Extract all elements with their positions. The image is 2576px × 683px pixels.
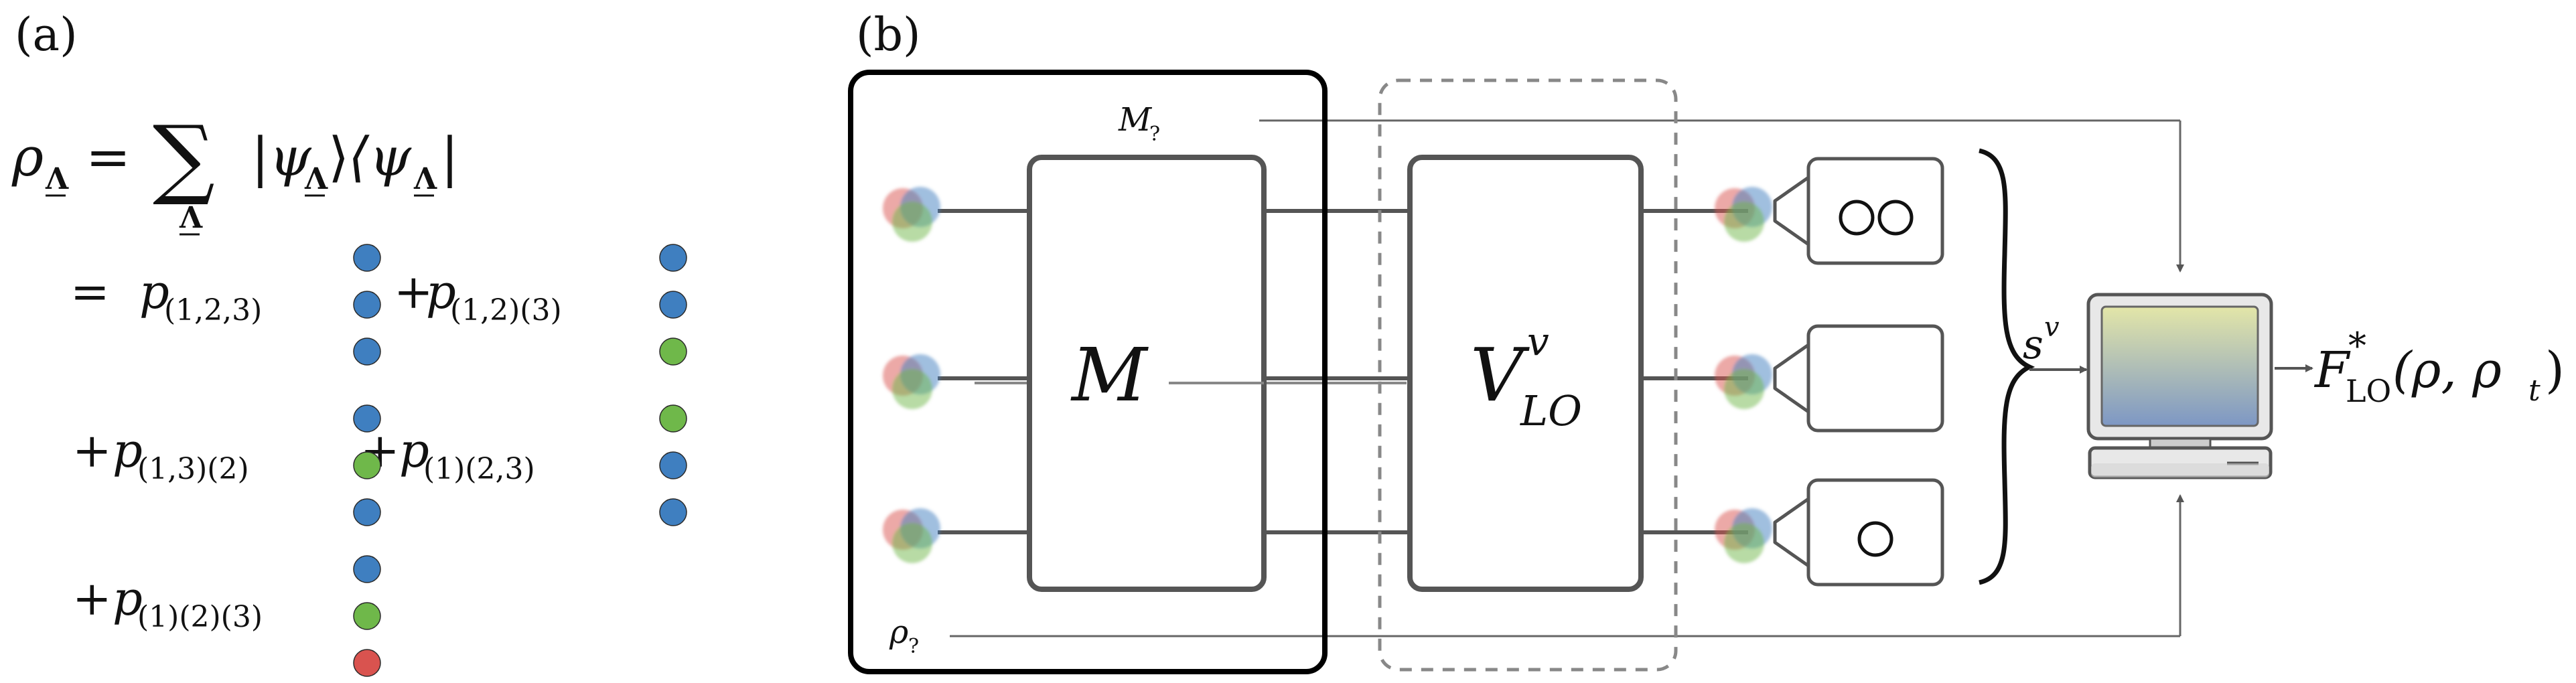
panel-b-label: (b) bbox=[856, 9, 921, 62]
qubit-dot-blue bbox=[659, 451, 687, 479]
term-p: p bbox=[113, 571, 143, 626]
source-frame bbox=[848, 70, 1328, 674]
measurement-box bbox=[1027, 155, 1267, 592]
term-1: = p (1,2,3) bbox=[70, 264, 262, 327]
qubit-dot-columns bbox=[353, 244, 687, 677]
term-p: p bbox=[426, 264, 456, 319]
detector-click bbox=[1839, 200, 1875, 236]
qubit-dot-blue bbox=[353, 337, 381, 366]
local-op-sub: LO bbox=[1520, 386, 1582, 435]
fidelity-F: F bbox=[2313, 342, 2351, 399]
measurement-symbol: M bbox=[1118, 101, 1153, 139]
measurement-line bbox=[1259, 119, 2184, 273]
term-4: + p (1)(2,3) bbox=[360, 423, 535, 486]
detector bbox=[1773, 324, 1944, 433]
qubit-dot-blue bbox=[659, 498, 687, 526]
state-symbol: ρ bbox=[889, 613, 908, 651]
detector bbox=[1773, 478, 1944, 587]
term-prefix: + bbox=[72, 423, 112, 478]
qubit-dot-column bbox=[353, 404, 381, 526]
fidelity-args-sub: t bbox=[2528, 374, 2541, 408]
term-subscript: (1,2)(3) bbox=[450, 293, 562, 327]
qubit-dot-blue bbox=[353, 291, 381, 319]
term-p: p bbox=[113, 423, 143, 478]
equals-sign: = bbox=[86, 126, 131, 188]
computer-icon bbox=[2086, 293, 2273, 479]
term-3: + p (1,3)(2) bbox=[72, 423, 249, 486]
term-prefix: = bbox=[70, 264, 110, 319]
fidelity-args-open: (ρ, ρ bbox=[2392, 342, 2502, 399]
fidelity-args-close: ) bbox=[2545, 342, 2565, 399]
qubit-dot-blue bbox=[659, 244, 687, 272]
fidelity-sup: * bbox=[2348, 325, 2366, 367]
panel-a: (a) ρ Λ = ∑ Λ |ψ Λ ⟩ ⟨ψ Λ | = p (1,2,3) … bbox=[11, 9, 687, 677]
local-op-main: V bbox=[1470, 332, 1530, 418]
qubit-blobs bbox=[883, 187, 1772, 563]
qubit-blob bbox=[883, 187, 940, 242]
panel-a-label: (a) bbox=[15, 9, 78, 62]
qubit-dot-column bbox=[659, 404, 687, 526]
qubit-dot-column bbox=[353, 555, 381, 677]
term-subscript: (1,3)(2) bbox=[137, 452, 249, 486]
qubit-blob bbox=[1715, 508, 1772, 563]
state-subscript: ? bbox=[908, 635, 919, 658]
qubit-dot-column bbox=[659, 244, 687, 366]
term-prefix: + bbox=[72, 571, 112, 626]
detectors bbox=[1773, 157, 1944, 587]
local-op-sup: v bbox=[1527, 319, 1549, 364]
local-operation-box bbox=[1407, 155, 1644, 592]
sum-index: Λ bbox=[179, 201, 203, 235]
detector-click bbox=[1857, 521, 1893, 557]
term-subscript: (1)(2,3) bbox=[423, 452, 535, 486]
qubit-blob bbox=[883, 508, 940, 563]
ket-subscript: Λ bbox=[304, 162, 328, 196]
rho-subscript: Λ bbox=[45, 162, 69, 196]
qubit-dot-green bbox=[353, 451, 381, 479]
detector-brace bbox=[1979, 148, 2035, 585]
qubit-dot-column bbox=[353, 244, 381, 366]
measurement-label: M ? bbox=[1118, 101, 1160, 146]
signal-sup: v bbox=[2044, 312, 2060, 343]
qubit-dot-red bbox=[353, 649, 381, 677]
qubit-dot-green bbox=[353, 602, 381, 630]
state-line bbox=[950, 494, 2184, 637]
fidelity-sub: LO bbox=[2346, 373, 2391, 409]
fidelity-expression: F * LO (ρ, ρ t ) bbox=[2313, 325, 2565, 409]
qubit-dot-blue bbox=[659, 291, 687, 319]
qubit-dot-blue bbox=[353, 244, 381, 272]
local-ops-frame bbox=[1378, 78, 1678, 672]
ket-psi: |ψ bbox=[251, 126, 312, 188]
qubit-dot-blue bbox=[353, 498, 381, 526]
signal-label: s v bbox=[2023, 312, 2060, 368]
qubit-dot-blue bbox=[353, 404, 381, 433]
measurement-box-label: M bbox=[1070, 332, 1149, 418]
detector-click bbox=[1877, 200, 1914, 236]
term-subscript: (1,2,3) bbox=[164, 293, 262, 327]
term-p: p bbox=[139, 264, 169, 319]
term-subscript: (1)(2)(3) bbox=[137, 600, 263, 634]
qubit-blob bbox=[1715, 187, 1772, 242]
rho-symbol: ρ bbox=[11, 126, 44, 188]
local-operation-label: V v LO bbox=[1470, 319, 1582, 435]
term-prefix: + bbox=[394, 264, 433, 319]
ket-close: ⟩ bbox=[328, 126, 349, 188]
density-equation: ρ Λ = ∑ Λ |ψ Λ ⟩ ⟨ψ Λ | bbox=[11, 106, 459, 236]
bra-subscript: Λ bbox=[413, 162, 437, 196]
qubit-blob bbox=[883, 354, 940, 409]
signal-symbol: s bbox=[2023, 321, 2044, 368]
measurement-subscript: ? bbox=[1149, 123, 1160, 146]
term-5: + p (1)(2)(3) bbox=[72, 571, 263, 634]
qubit-dot-green bbox=[659, 337, 687, 366]
bra-close: | bbox=[441, 126, 459, 188]
qubit-dot-blue bbox=[353, 555, 381, 583]
qubit-blob bbox=[1715, 354, 1772, 409]
detector bbox=[1773, 157, 1944, 265]
state-label: ρ ? bbox=[889, 613, 919, 658]
qubit-dot-green bbox=[659, 404, 687, 433]
term-2: + p (1,2)(3) bbox=[394, 264, 562, 327]
bra-psi: ⟨ψ bbox=[348, 126, 412, 188]
panel-b: (b) M ? ρ ? bbox=[848, 9, 2565, 674]
sum-symbol: ∑ bbox=[153, 106, 215, 208]
term-p: p bbox=[399, 423, 429, 478]
